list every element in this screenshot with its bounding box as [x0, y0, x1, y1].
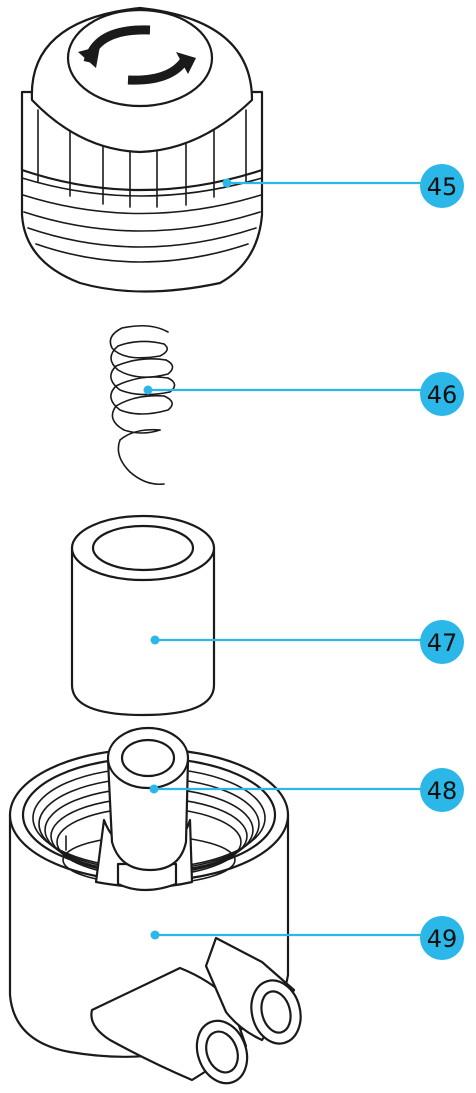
callout-label-49: 49 [427, 925, 458, 953]
part-housing [8, 726, 302, 1085]
outlet-left [90, 966, 249, 1085]
part-center-tube [94, 726, 194, 892]
callout-label-48: 48 [427, 777, 458, 805]
rotate-arrows-icon [78, 25, 196, 85]
part-spring [109, 324, 176, 486]
callout-45: 45 [222, 164, 464, 208]
callout-48: 48 [149, 768, 464, 812]
callout-49: 49 [150, 916, 464, 960]
callout-label-46: 46 [427, 381, 458, 409]
callout-47: 47 [150, 620, 464, 664]
callout-46: 46 [143, 372, 464, 416]
part-cap [20, 6, 264, 293]
outlet-right [204, 936, 302, 1045]
callout-label-45: 45 [427, 173, 458, 201]
part-filter-cartridge [70, 514, 216, 717]
callout-label-47: 47 [427, 629, 458, 657]
